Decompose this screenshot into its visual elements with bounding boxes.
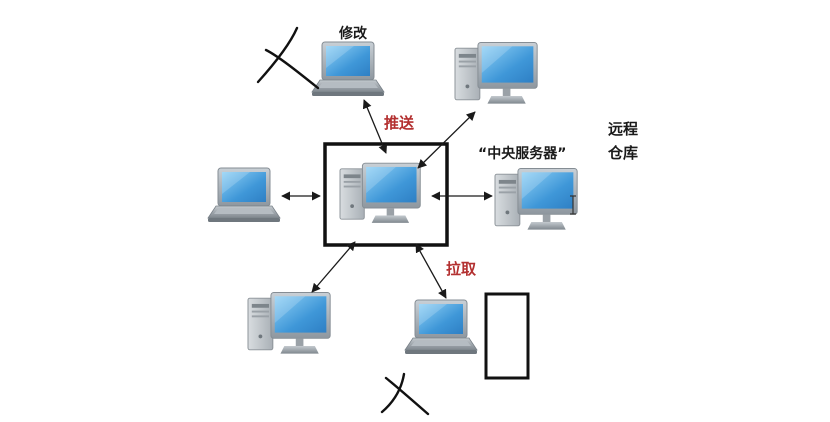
bottom-left-computer-icon <box>247 291 331 355</box>
outlined-rectangle <box>484 292 530 380</box>
arrow-push <box>362 99 388 154</box>
remote-label-line2: 仓库 <box>608 144 639 162</box>
pull-label: 拉取 <box>446 260 477 278</box>
arrow-bottom-left <box>311 241 356 293</box>
top-right-computer-icon <box>454 41 538 105</box>
left-laptop-icon <box>207 167 281 223</box>
modify-label: 修改 <box>339 26 367 42</box>
central-computer-icon <box>339 162 421 224</box>
arrow-pull <box>415 243 447 299</box>
cross-mark-top-2 <box>256 26 299 84</box>
remote-label-line1: 远程 <box>608 120 639 138</box>
cross-mark-bottom <box>384 376 430 416</box>
cross-mark-top <box>264 48 320 90</box>
push-label: 推送 <box>384 114 415 132</box>
cross-mark-bottom-2 <box>380 372 406 414</box>
bottom-right-laptop-icon <box>404 299 478 355</box>
text-cursor-icon <box>570 195 576 215</box>
central-server-label: “中央服务器” <box>478 146 567 162</box>
top-left-laptop-icon <box>311 41 385 97</box>
right-computer-icon <box>494 167 578 231</box>
arrow-top-right <box>417 111 476 169</box>
